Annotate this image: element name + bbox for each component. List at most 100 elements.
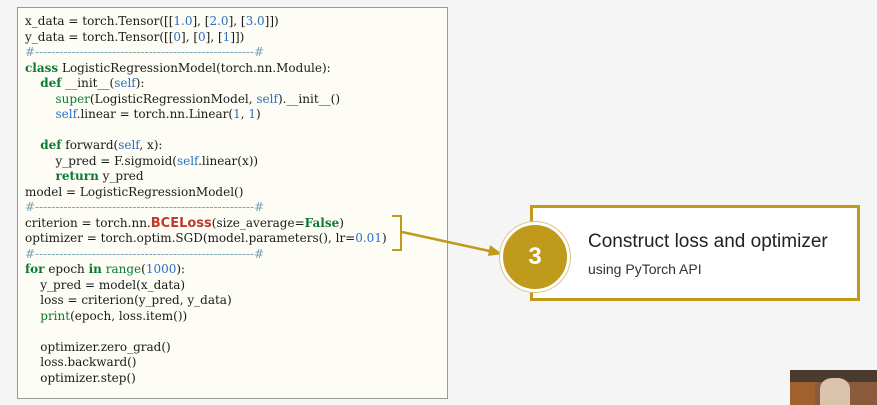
code-token: (LogisticRegressionModel, <box>89 91 257 106</box>
code-token: ): <box>176 262 186 276</box>
code-token: ) <box>339 215 344 230</box>
code-token: def <box>40 138 62 152</box>
code-line: print(epoch, loss.item()) <box>25 309 387 325</box>
code-token: y_pred <box>98 169 144 183</box>
code-token: 0 <box>173 29 182 44</box>
callout-subtitle: using PyTorch API <box>588 261 702 277</box>
code-token: ).__init__() <box>277 91 341 106</box>
highlight-bracket <box>392 215 402 251</box>
code-token: ) <box>255 107 261 121</box>
code-token: class <box>25 60 59 75</box>
code-token: y_pred = F.sigmoid( <box>25 153 177 168</box>
code-token: y_pred = model(x_data) <box>25 277 186 292</box>
connector-arrow <box>401 230 502 256</box>
code-token: ): <box>135 76 145 90</box>
code-token: self <box>256 91 278 106</box>
code-token: self <box>118 138 140 152</box>
highlighted-token: BCELoss <box>150 215 212 231</box>
callout-title: Construct loss and optimizer <box>588 231 828 252</box>
code-token: #---------------------------------------… <box>25 45 265 59</box>
code-token: 0.01 <box>355 231 382 245</box>
code-line: #---------------------------------------… <box>25 200 387 216</box>
code-token: ], [ <box>205 29 223 44</box>
code-line: optimizer.zero_grad() <box>25 340 387 356</box>
code-line: loss.backward() <box>25 355 387 371</box>
code-line: super(LogisticRegressionModel, self).__i… <box>25 92 387 108</box>
code-token <box>25 76 40 90</box>
code-token: optimizer = torch.optim.SGD(model.parame… <box>25 231 356 245</box>
code-line: loss = criterion(y_pred, y_data) <box>25 293 387 309</box>
code-token: ], [ <box>228 14 246 28</box>
code-token <box>25 309 40 323</box>
code-token: ( <box>141 262 146 276</box>
code-line: optimizer = torch.optim.SGD(model.parame… <box>25 231 387 247</box>
code-line: y_pred = model(x_data) <box>25 278 387 294</box>
code-line: criterion = torch.nn.BCELoss(size_averag… <box>25 216 387 232</box>
callout-box: Construct loss and optimizer using PyTor… <box>530 205 860 301</box>
code-line: def __init__(self): <box>25 76 387 92</box>
code-token <box>25 169 56 183</box>
code-token: #---------------------------------------… <box>25 200 265 214</box>
code-line: class LogisticRegressionModel(torch.nn.M… <box>25 61 387 77</box>
code-token: 1.0 <box>173 14 193 28</box>
code-token: self <box>114 76 136 90</box>
code-block: x_data = torch.Tensor([[1.0], [2.0], [3.… <box>25 14 387 386</box>
code-line: optimizer.step() <box>25 371 387 387</box>
code-token: criterion = torch.nn. <box>25 215 151 230</box>
code-token: ]]) <box>230 29 245 44</box>
code-token: 3.0 <box>245 14 265 28</box>
code-line: #---------------------------------------… <box>25 45 387 61</box>
code-token: ], [ <box>192 14 210 28</box>
code-token <box>25 92 56 106</box>
code-token: LogisticRegressionModel(torch.nn.Module)… <box>58 60 331 75</box>
code-token: for <box>25 262 45 276</box>
code-panel: x_data = torch.Tensor([[1.0], [2.0], [3.… <box>17 7 448 399</box>
code-token: def <box>40 76 62 90</box>
code-line: for epoch in range(1000): <box>25 262 387 278</box>
code-token: , <box>240 107 249 121</box>
code-token: model = LogisticRegressionModel() <box>25 184 244 199</box>
code-token: optimizer.zero_grad() <box>25 339 171 354</box>
code-token: ]]) <box>264 14 279 28</box>
code-line: return y_pred <box>25 169 387 185</box>
code-line <box>25 324 387 340</box>
code-line: #---------------------------------------… <box>25 247 387 263</box>
code-token: .linear(x)) <box>198 153 259 168</box>
code-token <box>25 107 56 121</box>
code-token: forward( <box>61 138 119 152</box>
code-token: super <box>55 91 90 106</box>
code-token: in <box>88 262 102 276</box>
code-token: False <box>304 215 340 230</box>
code-token: 1000 <box>145 262 177 276</box>
code-token: x_data = torch.Tensor([[ <box>25 14 174 28</box>
code-line <box>25 123 387 139</box>
step-number-badge: 3 <box>500 222 570 292</box>
code-token: (size_average= <box>211 215 305 230</box>
code-line: x_data = torch.Tensor([[1.0], [2.0], [3.… <box>25 14 387 30</box>
code-token: ], [ <box>181 29 199 44</box>
code-token: loss.backward() <box>25 355 137 369</box>
code-line: def forward(self, x): <box>25 138 387 154</box>
code-token: y_data = torch.Tensor([[ <box>25 29 174 44</box>
code-token: , x): <box>139 138 163 152</box>
code-token: epoch <box>44 262 89 276</box>
code-line: model = LogisticRegressionModel() <box>25 185 387 201</box>
code-line: y_data = torch.Tensor([[0], [0], [1]]) <box>25 30 387 46</box>
code-token: self <box>55 107 77 121</box>
code-line: y_pred = F.sigmoid(self.linear(x)) <box>25 154 387 170</box>
code-token: ) <box>381 231 387 245</box>
code-token: (epoch, loss.item()) <box>70 308 188 323</box>
code-token: 1 <box>233 107 241 121</box>
code-token: #---------------------------------------… <box>25 246 265 261</box>
code-token: optimizer.step() <box>25 370 136 385</box>
code-token: 1 <box>248 107 256 121</box>
webcam-thumbnail <box>790 370 877 405</box>
code-token: .linear = torch.nn.Linear( <box>76 107 234 121</box>
code-token: loss = criterion(y_pred, y_data) <box>25 293 232 307</box>
code-token: range <box>105 262 142 276</box>
code-token: return <box>55 169 99 183</box>
code-token: 0 <box>198 29 206 44</box>
code-token <box>25 138 40 152</box>
code-token: 2.0 <box>209 14 229 28</box>
code-token: __init__( <box>61 76 115 90</box>
